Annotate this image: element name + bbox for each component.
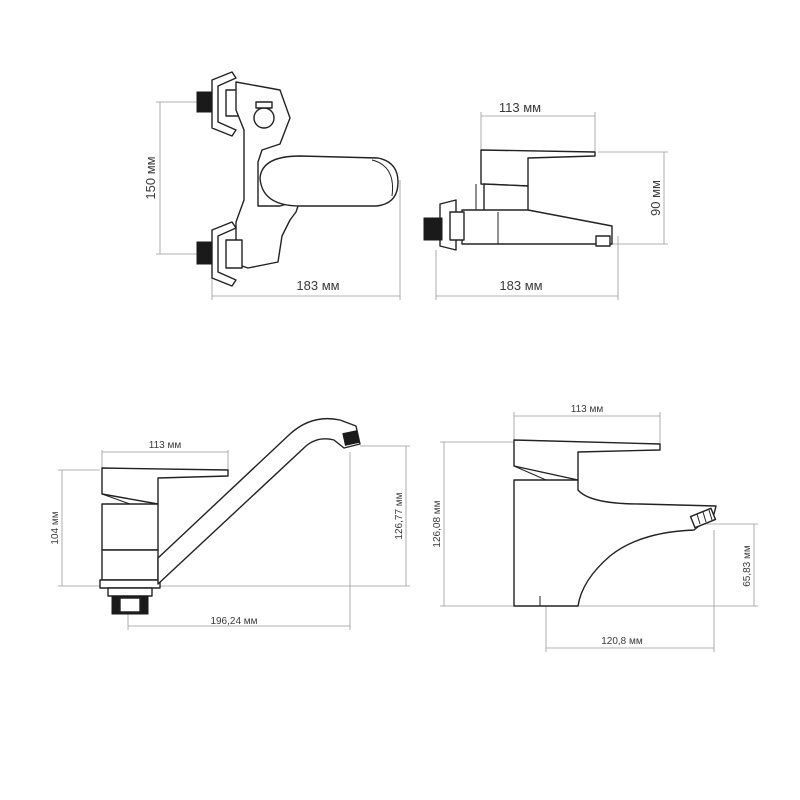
basin-reach-label: 120,8 мм [601,636,643,647]
side-nut [449,211,465,241]
basin-aerator [689,507,717,529]
wall-mixer-front-view: 150 мм 183 мм [143,71,401,300]
basin-aerator-grid [696,509,713,525]
sink-body-height-label: 104 мм [50,511,61,544]
wall-front-width-label: 183 мм [296,278,339,293]
basin-body [513,479,717,607]
sink-mixer-view: 113 мм 104 мм 126,77 мм 196,24 мм [50,417,410,630]
diverter-knob [253,107,275,129]
sink-aerator [342,430,360,446]
wall-side-depth-label: 183 мм [499,278,542,293]
basin-mixer-view: 113 мм 126,08 мм 65,83 мм 120,8 мм [432,404,758,652]
lever-handle [259,155,399,207]
side-lever-handle [480,149,596,187]
diverter-cap [255,101,273,109]
sink-body-lower [101,549,159,581]
bottom-nut [225,239,243,269]
basin-total-height-label: 126,08 мм [432,500,443,547]
sink-base-ring [99,579,161,589]
wall-mixer-side-view: 113 мм 90 мм 183 мм [423,100,668,300]
side-cartridge [483,183,529,213]
top-flange [211,71,237,137]
mixer-body [235,81,301,269]
sink-reach-label: 196,24 мм [210,616,257,627]
handle-edge [371,159,394,197]
wall-side-height-label: 90 мм [648,180,663,216]
side-aerator [595,235,611,247]
sink-total-height-label: 126,77 мм [394,492,405,539]
basin-handle-label: 113 мм [571,404,604,415]
side-spout-body [461,209,613,245]
sink-lever-handle [101,467,229,505]
sink-body-upper [101,503,159,551]
basin-spout-height-label: 65,83 мм [742,545,753,587]
wall-front-height-label: 150 мм [143,156,158,199]
wall-side-handle-label: 113 мм [499,100,541,115]
side-thread-connector [423,217,443,241]
bottom-flange [211,221,237,287]
top-thread-connector [196,91,214,113]
sink-nut-top [107,587,153,597]
sink-handle-label: 113 мм [149,440,182,451]
sink-spout [157,417,361,585]
bottom-thread-connector [196,241,214,265]
basin-lever-handle [513,439,661,481]
sink-thread-inner [119,597,141,613]
